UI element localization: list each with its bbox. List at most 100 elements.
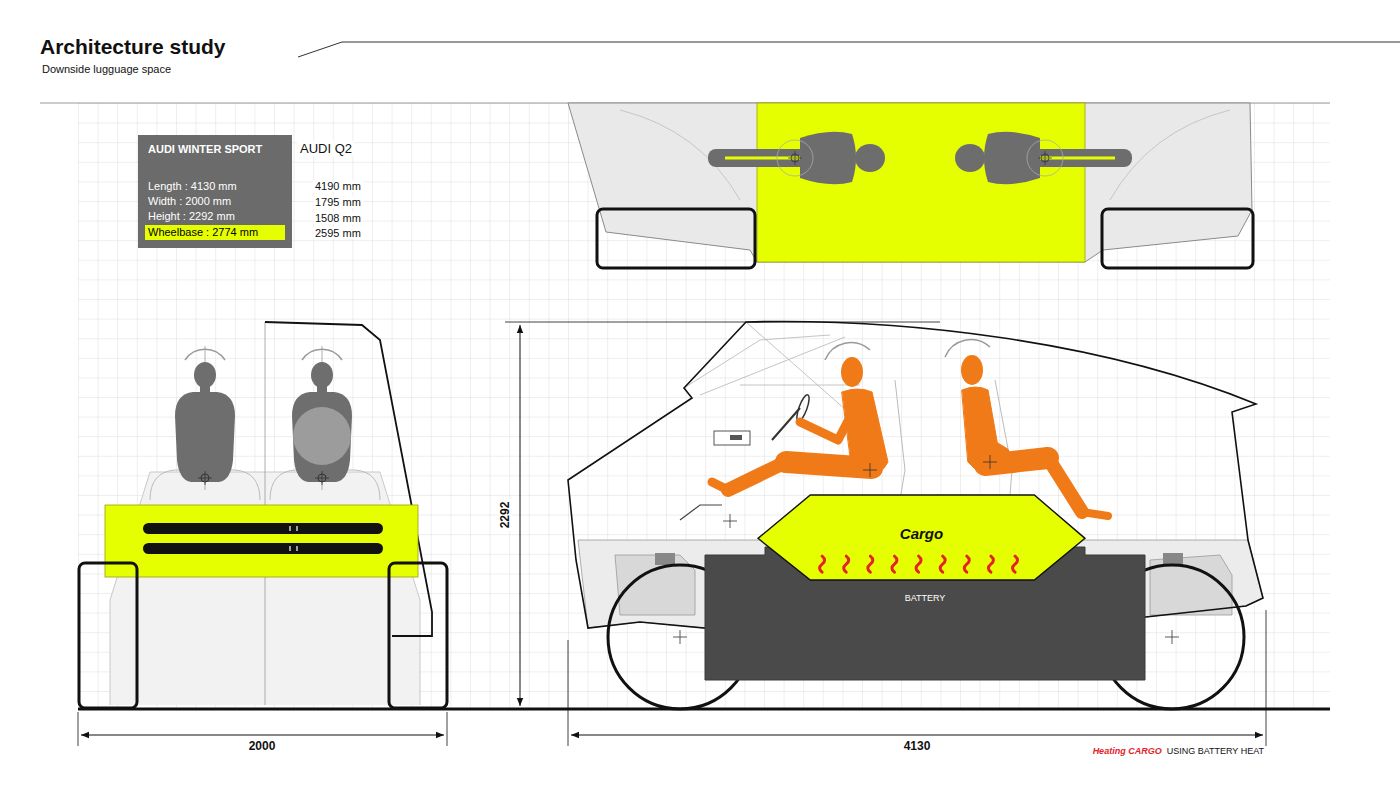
footnote: Heating CARGO: [1091, 746, 1164, 756]
seated-person: [292, 346, 352, 490]
ground-line: [78, 708, 1330, 711]
label-slot: 2292: [498, 500, 512, 531]
dimension-line: [81, 735, 444, 736]
wheel: [79, 563, 137, 708]
passenger: [961, 355, 1108, 516]
shin: [1048, 458, 1082, 512]
label-slot: 1795 mm: [313, 196, 363, 208]
wheel: [1102, 209, 1253, 268]
headrest: [825, 340, 990, 360]
label-slot: 2595 mm: [313, 227, 363, 239]
label-slot: USING BATTERY HEAT: [1165, 746, 1266, 756]
dimension-line: [571, 735, 1263, 736]
thigh: [786, 462, 872, 468]
interior-line: [684, 322, 880, 440]
head: [841, 357, 863, 387]
heat-symbol: [964, 556, 969, 572]
dimension-label: 2000: [247, 739, 278, 753]
wheel: [389, 563, 447, 708]
label-slot: Heating CARGO: [1091, 746, 1164, 756]
highlight-row: Wheelbase : 2774 mm: [145, 225, 285, 240]
page-title: Architecture study: [40, 35, 226, 59]
top-view: [568, 103, 1253, 268]
heat-symbol: [988, 556, 993, 572]
foot: [1082, 512, 1108, 516]
extension-line: [568, 640, 569, 746]
label-slot: 4190 mm: [313, 180, 363, 192]
cargo-shape: [758, 495, 1085, 580]
label-slot: AUDI Q2: [298, 141, 354, 156]
grid-background: [78, 103, 1330, 709]
heat-symbol: [892, 556, 897, 572]
spec-row: Wheelbase : 2774 mm: [148, 225, 282, 240]
cargo-compartment: Cargo: [758, 495, 1085, 580]
dimension-value: 4190 mm: [313, 180, 363, 192]
display: [730, 435, 742, 440]
dashboard: [714, 431, 750, 445]
label-slot: Downside lugguage space: [40, 63, 173, 75]
heat-symbol: [916, 556, 921, 572]
extension-line: [447, 712, 448, 746]
spec-row: Width : 2000 mm: [148, 194, 282, 209]
lying-person: [955, 132, 1132, 185]
dimension-value: 2595 mm: [313, 227, 363, 239]
label-slot: 2000: [247, 739, 278, 753]
dimensions: [78, 322, 1266, 746]
header-rule: [298, 42, 1400, 57]
thigh: [985, 458, 1048, 465]
extension-line: [1266, 610, 1267, 746]
ski-binding: [290, 526, 297, 551]
ski: [143, 543, 383, 554]
steering-wheel: [794, 393, 811, 422]
spec-row: Length : 4130 mm: [148, 179, 282, 194]
ski: [143, 523, 383, 534]
spec-table: AUDI WINTER SPORT Length : 4130 mmWidth :…: [138, 135, 292, 248]
extension-line: [78, 712, 79, 746]
footnote: USING BATTERY HEAT: [1165, 746, 1266, 756]
heat-symbol: [1013, 556, 1018, 572]
battery-shape: [705, 547, 1145, 680]
dimension-value: 1795 mm: [313, 196, 363, 208]
foot: [712, 482, 728, 490]
sleeping-area: [757, 103, 1085, 262]
ski-compartment: [105, 505, 418, 577]
extension-line: [505, 322, 940, 323]
airbag: [293, 407, 351, 465]
motor: [655, 553, 675, 565]
shin: [728, 462, 786, 490]
dimension-line: [520, 325, 521, 706]
title-slot: Architecture study: [40, 35, 226, 59]
dimension-label: 2292: [498, 500, 512, 531]
arm: [800, 402, 858, 440]
heat-symbol: [868, 556, 873, 572]
model-name: AUDI Q2: [298, 141, 354, 156]
heat-symbol: [844, 556, 849, 572]
heat-symbol: [940, 556, 945, 572]
motor: [1163, 553, 1183, 565]
head: [961, 355, 983, 385]
dimension-value: 1508 mm: [313, 212, 363, 224]
steering-column: [772, 408, 800, 440]
label-slot: 4130: [902, 739, 933, 753]
car-body-top: [568, 103, 1252, 262]
wheel: [597, 209, 755, 268]
pedal: [680, 505, 722, 520]
dimension-label: 4130: [902, 739, 933, 753]
part-name: BATTERY: [905, 593, 946, 603]
seated-person: [175, 346, 235, 490]
table-heading: AUDI WINTER SPORT: [148, 142, 282, 157]
seat-outline: [820, 380, 1012, 500]
car-body-front: [265, 322, 432, 636]
label-slot: 1508 mm: [313, 212, 363, 224]
lying-person: [708, 132, 885, 185]
subtitle: Downside lugguage space: [40, 63, 173, 75]
heat-symbol: [820, 556, 825, 572]
driver: [712, 357, 888, 490]
spec-row: Height : 2292 mm: [148, 209, 282, 224]
front-view: [79, 322, 447, 708]
compartment-name: Cargo: [900, 525, 943, 542]
side-view: [568, 322, 1263, 709]
